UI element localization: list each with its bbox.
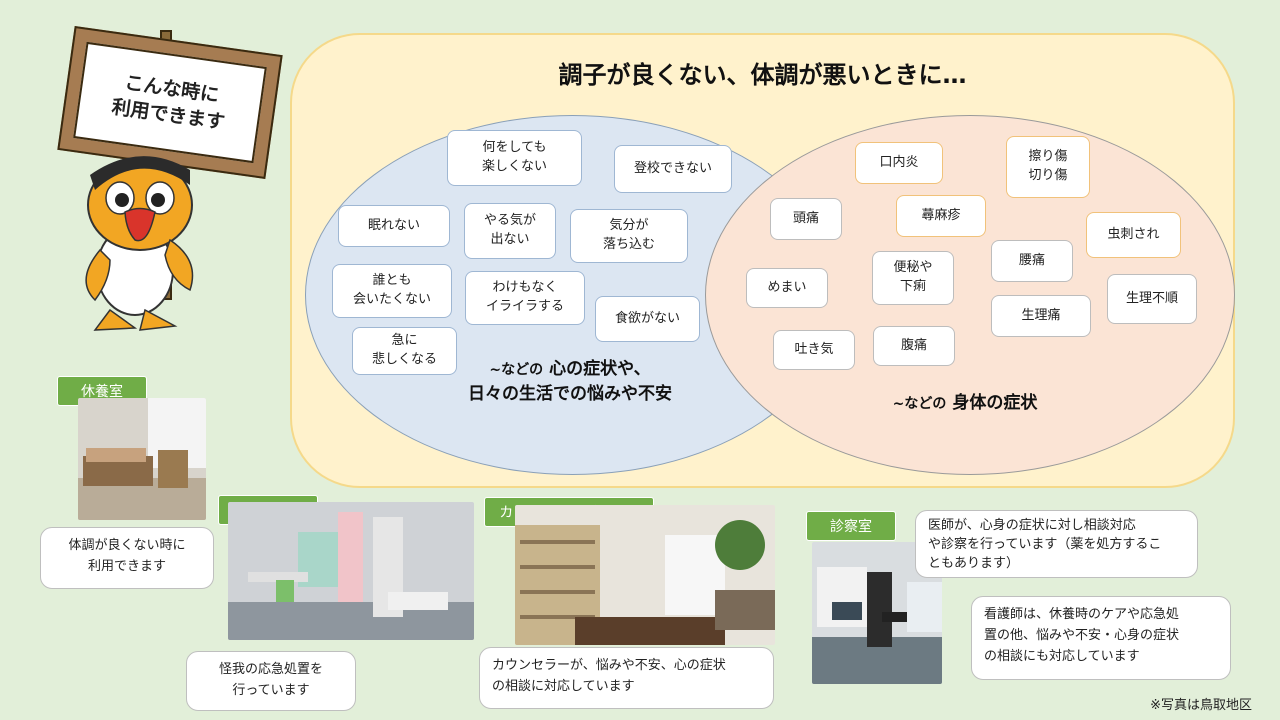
treatment-room-photo	[228, 502, 474, 640]
rest-room-description: 体調が良くない時に 利用できます	[40, 527, 214, 589]
exam-room-doctor-description: 医師が、心身の症状に対し相談対応 や診察を行っています（薬を処方するこ ともあり…	[915, 510, 1198, 578]
rest-room-photo	[78, 398, 206, 520]
sign-text: こんな時に 利用できます	[73, 41, 267, 164]
physical-item: 腰痛	[991, 240, 1073, 282]
physical-item: 虫刺され	[1086, 212, 1181, 258]
counseling-room-description: カウンセラーが、悩みや不安、心の症状 の相談に対応しています	[479, 647, 774, 709]
physical-item: 擦り傷 切り傷	[1006, 136, 1090, 198]
mental-item: 食欲がない	[595, 296, 700, 342]
physical-item: 頭痛	[770, 198, 842, 240]
physical-caption: ~などの 身体の症状	[840, 388, 1090, 413]
physical-item: 吐き気	[773, 330, 855, 370]
mental-caption-prefix: ~などの	[489, 362, 544, 378]
mental-item: 登校できない	[614, 145, 732, 193]
mental-item: 急に 悲しくなる	[352, 327, 457, 375]
photo-footnote: ※写真は鳥取地区	[1150, 698, 1252, 713]
physical-item: 生理不順	[1107, 274, 1197, 324]
exam-room-photo	[812, 542, 942, 684]
bird-mascot-illustration	[85, 156, 194, 331]
mental-item: 眠れない	[338, 205, 450, 247]
exam-room-nurse-description: 看護師は、休養時のケアや応急処 置の他、悩みや不安・心身の症状 の相談にも対応し…	[971, 596, 1231, 680]
treatment-room-description: 怪我の応急処置を 行っています	[186, 651, 356, 711]
physical-item: めまい	[746, 268, 828, 308]
physical-item: 蕁麻疹	[896, 195, 986, 237]
mental-item: 誰とも 会いたくない	[332, 264, 452, 318]
mental-item: やる気が 出ない	[464, 203, 556, 259]
rest-room-label: 休養室	[57, 376, 147, 406]
mental-item: 何をしても 楽しくない	[447, 130, 582, 186]
physical-item: 便秘や 下痢	[872, 251, 954, 305]
physical-item: 生理痛	[991, 295, 1091, 337]
physical-item: 腹痛	[873, 326, 955, 366]
mental-item: わけもなく イライラする	[465, 271, 585, 325]
mental-caption-line2: 日々の生活での悩みや不安	[468, 384, 672, 404]
mental-item: 気分が 落ち込む	[570, 209, 688, 263]
counseling-room-photo	[515, 505, 775, 645]
panel-title: 調子が良くない、体調が悪いときに…	[558, 61, 967, 89]
physical-caption-main: 身体の症状	[952, 393, 1038, 413]
physical-caption-prefix: ~などの	[892, 396, 947, 412]
mental-caption-line1: 心の症状や、	[549, 359, 651, 379]
exam-room-label: 診察室	[806, 511, 896, 541]
physical-item: 口内炎	[855, 142, 943, 184]
mental-caption: ~などの 心の症状や、 日々の生活での悩みや不安	[420, 354, 720, 404]
